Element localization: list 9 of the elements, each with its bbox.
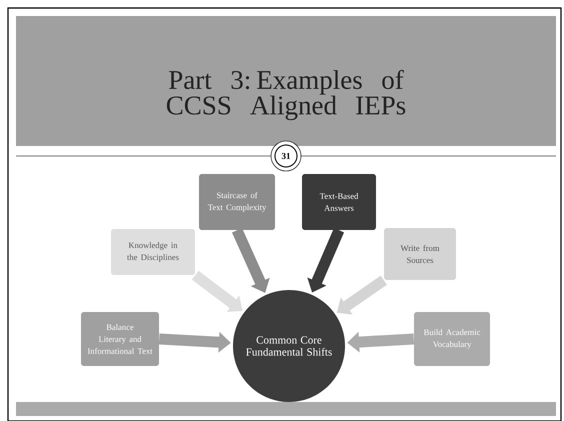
topic-box: Staircase of Text Complexity bbox=[199, 174, 275, 230]
topic-box: Balance Literary and Informational Text bbox=[81, 312, 159, 366]
slide-title: Part 3: Examples of CCSS Aligned IEPs bbox=[166, 70, 406, 120]
topic-box: Text-Based Answers bbox=[302, 174, 376, 230]
topic-box: Build Academic Vocabulary bbox=[414, 312, 490, 366]
page-number: 31 bbox=[270, 140, 302, 172]
topic-box: Write from Sources bbox=[384, 228, 456, 280]
block-arrow bbox=[192, 270, 242, 312]
topic-box: Knowledge in the Disciplines bbox=[111, 229, 195, 275]
